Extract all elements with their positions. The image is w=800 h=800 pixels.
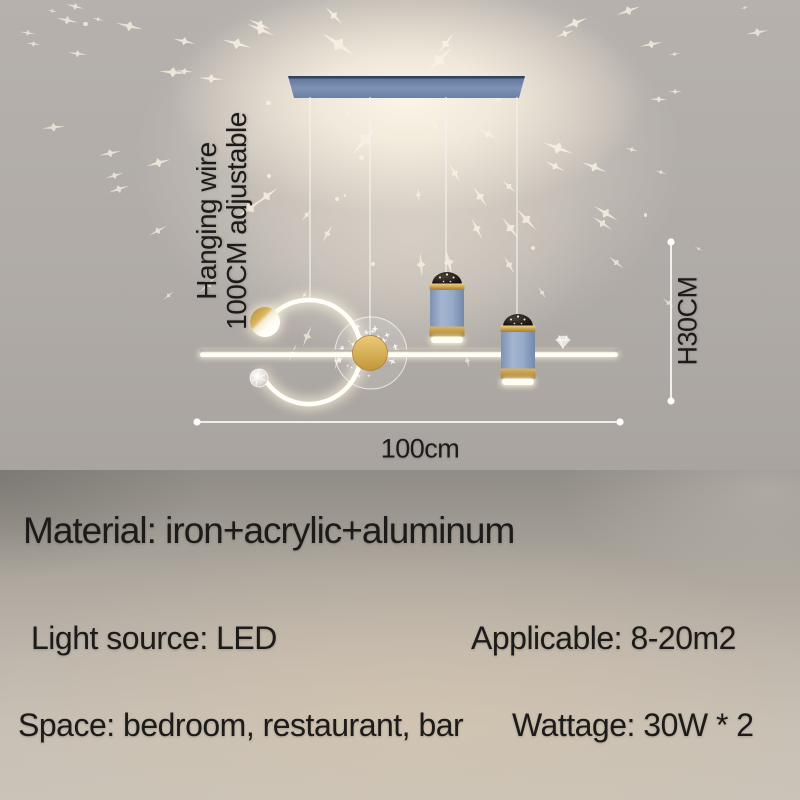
gold-center-disc [352,335,388,371]
spec-light-source: Light source: LED [31,620,277,656]
width-label: 100cm [380,433,460,464]
ceiling-canopy [288,76,525,98]
lamp-fixture-drawing [193,97,675,426]
pendant-light-1 [429,272,465,345]
spec-wattage: Wattage: 30W * 2 [512,707,754,743]
pendant-light-2 [500,314,536,387]
diamond-crystal [555,335,571,350]
width-dimension-line [193,418,624,426]
spec-applicable: Applicable: 8-20m2 [471,620,736,656]
product-photo-area: Hanging wire 100CM adjustable 100cm H30C… [0,0,800,470]
hanging-wire-label: Hanging wire 100CM adjustable [190,112,252,330]
spec-info-band: Material: iron+acrylic+aluminum Light so… [0,470,800,800]
hanging-wire-label-line2: 100CM adjustable [221,112,252,330]
linear-light-bar [198,349,619,359]
hanging-wires [309,97,518,337]
height-dimension-line [667,238,675,405]
height-label: H30CM [672,276,703,366]
hanging-wire-label-line1: Hanging wire [190,142,222,300]
ring-crystal-ball [249,368,269,388]
spec-material: Material: iron+acrylic+aluminum [23,510,515,551]
ring-glow-ball [248,305,282,339]
spec-space: Space: bedroom, restaurant, bar [18,707,464,743]
